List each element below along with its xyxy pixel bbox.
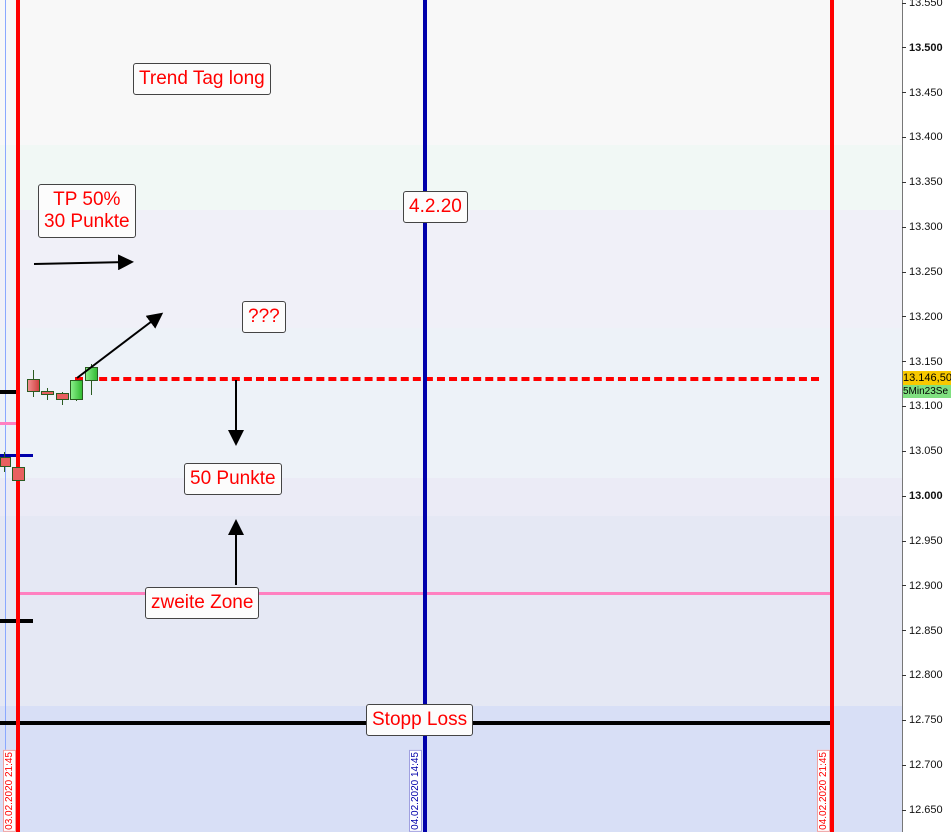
note-tp[interactable]: TP 50%30 Punkte bbox=[38, 184, 136, 238]
note-trend[interactable]: Trend Tag long bbox=[133, 63, 271, 95]
bg-band bbox=[0, 328, 902, 478]
note-tp-line2: 30 Punkte bbox=[44, 211, 130, 232]
note-zone[interactable]: zweite Zone bbox=[145, 587, 260, 619]
price-tick-label: 13.200 bbox=[909, 310, 943, 323]
tick-mark bbox=[902, 630, 906, 632]
note-points[interactable]: 50 Punkte bbox=[184, 463, 282, 495]
price-tick-label: 13.150 bbox=[909, 355, 943, 368]
tick-mark bbox=[902, 540, 906, 542]
price-tick: 13.550 bbox=[902, 0, 943, 10]
price-tick-label: 13.250 bbox=[909, 265, 943, 278]
price-tick: 12.700 bbox=[902, 759, 943, 772]
level-line[interactable] bbox=[0, 390, 16, 394]
arrow-up-right bbox=[76, 312, 164, 379]
tick-mark bbox=[902, 92, 906, 94]
price-tick: 13.050 bbox=[902, 445, 943, 458]
note-question[interactable]: ??? bbox=[242, 301, 286, 333]
tick-mark bbox=[902, 719, 906, 721]
entry-dashed-line[interactable] bbox=[75, 377, 819, 381]
session-line bbox=[5, 0, 6, 832]
tick-mark bbox=[902, 226, 906, 228]
arrow-right bbox=[33, 254, 134, 271]
price-tick: 12.850 bbox=[902, 625, 943, 638]
price-tick: 12.650 bbox=[902, 804, 943, 817]
price-tick: 13.250 bbox=[902, 266, 943, 279]
tick-mark bbox=[902, 181, 906, 183]
arrows-layer bbox=[33, 254, 244, 585]
tick-mark bbox=[902, 137, 906, 139]
price-tick: 12.750 bbox=[902, 714, 943, 727]
price-tick-label: 12.750 bbox=[909, 714, 943, 727]
price-tick-label: 13.500 bbox=[909, 41, 943, 54]
session-end-line[interactable] bbox=[830, 0, 834, 832]
bg-band bbox=[0, 478, 902, 516]
candle bbox=[41, 391, 54, 395]
price-tick-label: 13.400 bbox=[909, 131, 943, 144]
price-axis[interactable] bbox=[902, 0, 951, 832]
price-tick: 13.100 bbox=[902, 400, 943, 413]
tick-mark bbox=[902, 361, 906, 363]
price-tick: 13.300 bbox=[902, 221, 943, 234]
candle bbox=[70, 380, 83, 400]
price-tick: 12.950 bbox=[902, 535, 943, 548]
instrument-label: 5Min23Se bbox=[903, 385, 951, 398]
price-tick-label: 12.700 bbox=[909, 759, 943, 772]
candle bbox=[0, 457, 11, 467]
price-tick: 13.400 bbox=[902, 131, 943, 144]
tick-mark bbox=[902, 675, 906, 677]
tick-mark bbox=[902, 809, 906, 811]
current-price-label: 13.146,50 bbox=[903, 371, 951, 385]
price-tick-label: 13.300 bbox=[909, 221, 943, 234]
price-tick: 12.800 bbox=[902, 669, 943, 682]
tick-mark bbox=[902, 450, 906, 452]
price-tick-label: 13.050 bbox=[909, 445, 943, 458]
tick-mark bbox=[902, 495, 906, 497]
candle bbox=[56, 393, 69, 400]
price-tick: 13.200 bbox=[902, 311, 943, 324]
candle bbox=[27, 379, 40, 392]
price-tick: 13.000 bbox=[902, 490, 943, 503]
price-tick: 13.450 bbox=[902, 87, 943, 100]
tick-mark bbox=[902, 316, 906, 318]
note-stop-loss[interactable]: Stopp Loss bbox=[366, 704, 474, 736]
price-tick-label: 12.800 bbox=[909, 669, 943, 682]
price-tick-label: 13.550 bbox=[909, 0, 943, 9]
time-label-mid: 04.02.2020 14:45 bbox=[409, 750, 422, 832]
note-tp-line1: TP 50% bbox=[53, 189, 121, 210]
price-tick-label: 12.900 bbox=[909, 579, 943, 592]
time-label-right: 04.02.2020 21:45 bbox=[817, 750, 830, 832]
tick-mark bbox=[902, 406, 906, 408]
tick-mark bbox=[902, 2, 906, 4]
time-label-left: 03.02.2020 21:45 bbox=[3, 750, 16, 832]
note-date[interactable]: 4.2.20 bbox=[403, 191, 468, 223]
price-tick-label: 12.950 bbox=[909, 534, 943, 547]
tick-mark bbox=[902, 271, 906, 273]
price-tick-label: 12.650 bbox=[909, 803, 943, 816]
price-tick: 13.500 bbox=[902, 42, 943, 55]
date-line[interactable] bbox=[423, 0, 427, 832]
bg-band bbox=[0, 210, 902, 328]
tick-mark bbox=[902, 764, 906, 766]
price-tick: 13.150 bbox=[902, 356, 943, 369]
price-tick: 12.900 bbox=[902, 580, 943, 593]
price-tick-label: 12.850 bbox=[909, 624, 943, 637]
price-tick-label: 13.350 bbox=[909, 176, 943, 189]
price-tick-label: 13.000 bbox=[909, 490, 943, 503]
price-tick: 13.350 bbox=[902, 176, 943, 189]
price-tick-label: 13.450 bbox=[909, 86, 943, 99]
level-line[interactable] bbox=[0, 422, 16, 425]
tick-mark bbox=[902, 585, 906, 587]
tick-mark bbox=[902, 47, 906, 49]
session-start-line[interactable] bbox=[16, 0, 20, 832]
price-tick-label: 13.100 bbox=[909, 400, 943, 413]
candle bbox=[12, 467, 25, 481]
